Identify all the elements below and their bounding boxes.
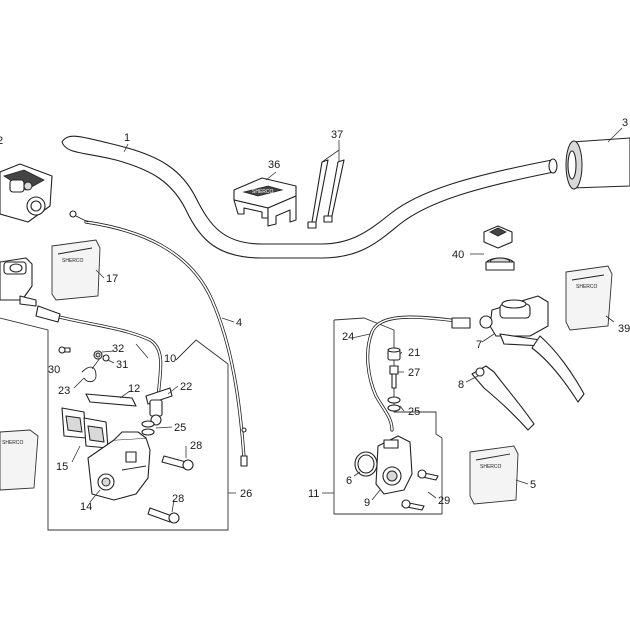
washer-31[interactable]	[102, 354, 110, 362]
bleed-screw-27[interactable]	[389, 365, 399, 389]
brake-caliper-14[interactable]	[87, 431, 151, 501]
callout-17: 17	[106, 273, 118, 285]
brake-hose-10[interactable]	[35, 305, 163, 400]
spare-parts-bag-5[interactable]: SHERCO	[469, 445, 519, 505]
rear-brake-kit-frame	[0, 317, 229, 531]
bag-logo: SHERCO	[480, 464, 502, 470]
brake-pads-15[interactable]	[61, 407, 109, 449]
callout-26: 26	[240, 488, 252, 500]
banjo-bolt-22[interactable]	[145, 387, 173, 426]
brake-hose-24[interactable]	[366, 315, 471, 432]
left-master-cylinder[interactable]	[0, 257, 37, 307]
left-bag-part[interactable]: SHERCO	[0, 429, 39, 491]
callout-22: 22	[180, 381, 192, 393]
callout-27: 27	[408, 367, 420, 379]
switch-housing[interactable]	[0, 163, 53, 223]
bolt-28-upper[interactable]	[161, 455, 194, 471]
callout-4: 4	[236, 317, 242, 329]
callout-8: 8	[458, 379, 464, 391]
callout-5: 5	[530, 479, 536, 491]
callout-12: 12	[128, 383, 140, 395]
callout-15: 15	[56, 461, 68, 473]
o-ring-6[interactable]	[354, 451, 378, 477]
front-brake-lever[interactable]	[531, 335, 585, 403]
callout-32: 32	[112, 343, 124, 355]
handlebar[interactable]	[61, 135, 558, 259]
bag-logo: SHERCO	[576, 284, 598, 290]
callout-28-lower: 28	[172, 493, 184, 505]
callout-7: 7	[476, 339, 482, 351]
callout-labels: 1 2 3 36 37 17 4 10 32 30 31 23 12 22 25…	[0, 117, 630, 513]
cable-ties[interactable]	[307, 159, 345, 229]
brake-clamp-9[interactable]	[375, 435, 413, 495]
washers-25-left[interactable]	[141, 420, 155, 436]
callout-36: 36	[268, 159, 280, 171]
callout-1: 1	[124, 132, 130, 144]
washers-25-right[interactable]	[387, 396, 401, 412]
callout-11: 11	[308, 488, 319, 500]
callout-23: 23	[58, 385, 70, 397]
callout-14: 14	[80, 501, 92, 513]
callout-39: 39	[618, 323, 630, 335]
lever-8[interactable]	[471, 365, 535, 431]
callout-10: 10	[164, 353, 176, 365]
callout-2: 2	[0, 135, 3, 147]
callout-40: 40	[452, 249, 464, 261]
pin-23[interactable]	[81, 366, 97, 383]
handlebar-grip[interactable]	[565, 137, 630, 190]
brand-logo-text: SHERCO	[252, 189, 274, 195]
spring-32[interactable]	[93, 350, 103, 360]
screw-29-b[interactable]	[401, 499, 425, 511]
callout-9: 9	[364, 497, 370, 509]
callout-29: 29	[438, 495, 450, 507]
callout-3: 3	[622, 117, 628, 129]
spare-parts-bag-17[interactable]: SHERCO	[51, 239, 101, 301]
callout-31: 31	[116, 359, 128, 371]
bar-clamp-cover[interactable]: SHERCO	[233, 177, 297, 227]
callout-25-right: 25	[408, 406, 420, 418]
bag-logo: SHERCO	[2, 440, 24, 446]
plate-12[interactable]	[85, 393, 137, 407]
callout-6: 6	[346, 475, 352, 487]
callout-21: 21	[408, 347, 420, 359]
callout-30: 30	[48, 364, 60, 376]
bag-logo: SHERCO	[62, 258, 84, 264]
screw-29-a[interactable]	[417, 469, 439, 481]
callout-24: 24	[342, 331, 354, 343]
clamp-kit-40[interactable]	[483, 225, 515, 271]
callout-28-upper: 28	[190, 440, 202, 452]
callout-37: 37	[331, 129, 343, 141]
callout-25-left: 25	[174, 422, 186, 434]
bolt-28-lower[interactable]	[147, 507, 180, 524]
spare-parts-bag-39[interactable]: SHERCO	[565, 265, 613, 331]
screw-30[interactable]	[58, 346, 71, 354]
leader-lines	[71, 127, 623, 513]
clutch-cable[interactable]	[69, 210, 248, 467]
bleed-cap-21[interactable]	[387, 347, 401, 361]
